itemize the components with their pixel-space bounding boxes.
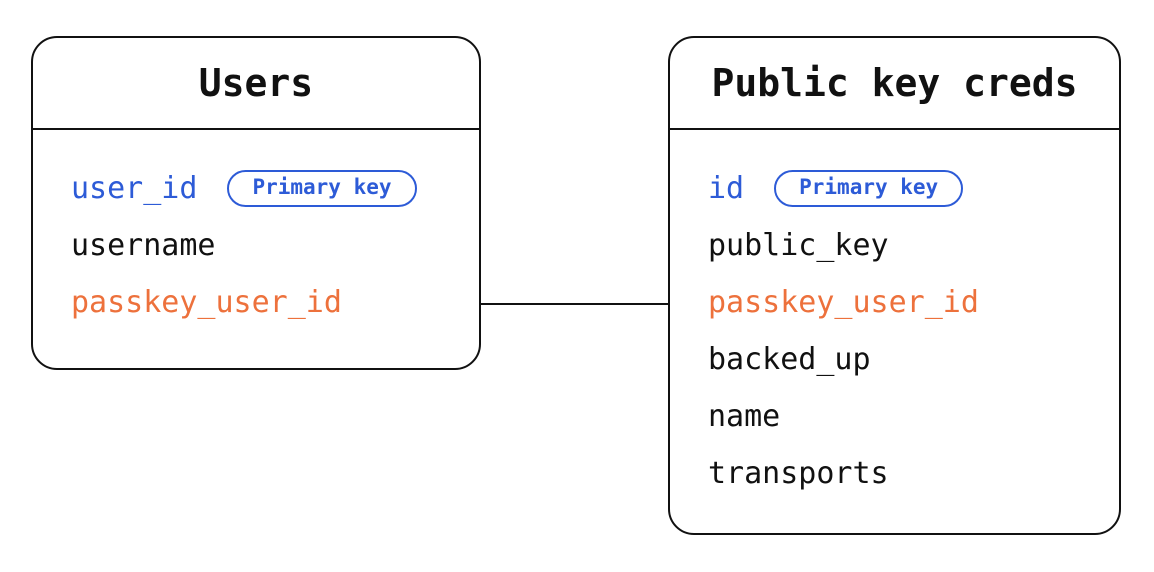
table-users: Users user_id Primary key username passk… bbox=[31, 36, 481, 370]
field-name-username: username bbox=[71, 228, 216, 263]
field-name-public-key: public_key bbox=[708, 228, 889, 263]
field-row: user_id Primary key bbox=[71, 160, 479, 217]
table-public-key-creds-fields: id Primary key public_key passkey_user_i… bbox=[670, 130, 1119, 502]
field-name-passkey-user-id: passkey_user_id bbox=[708, 285, 979, 320]
table-public-key-creds-title: Public key creds bbox=[670, 38, 1119, 130]
field-row: username bbox=[71, 217, 479, 274]
field-name-id: id bbox=[708, 171, 745, 206]
table-users-title: Users bbox=[33, 38, 479, 130]
field-name-name: name bbox=[708, 399, 781, 434]
field-row: backed_up bbox=[708, 331, 1119, 388]
table-users-fields: user_id Primary key username passkey_use… bbox=[33, 130, 479, 331]
field-name-user-id: user_id bbox=[71, 171, 198, 206]
table-public-key-creds: Public key creds id Primary key public_k… bbox=[668, 36, 1121, 535]
primary-key-badge: Primary key bbox=[774, 170, 964, 207]
primary-key-badge: Primary key bbox=[227, 170, 417, 207]
field-name-transports: transports bbox=[708, 456, 889, 491]
field-row: transports bbox=[708, 445, 1119, 502]
field-name-passkey-user-id: passkey_user_id bbox=[71, 285, 342, 320]
field-row: passkey_user_id bbox=[708, 274, 1119, 331]
field-row: public_key bbox=[708, 217, 1119, 274]
field-row: passkey_user_id bbox=[71, 274, 479, 331]
field-name-backed-up: backed_up bbox=[708, 342, 871, 377]
field-row: name bbox=[708, 388, 1119, 445]
relation-connector-line bbox=[480, 303, 669, 305]
field-row: id Primary key bbox=[708, 160, 1119, 217]
